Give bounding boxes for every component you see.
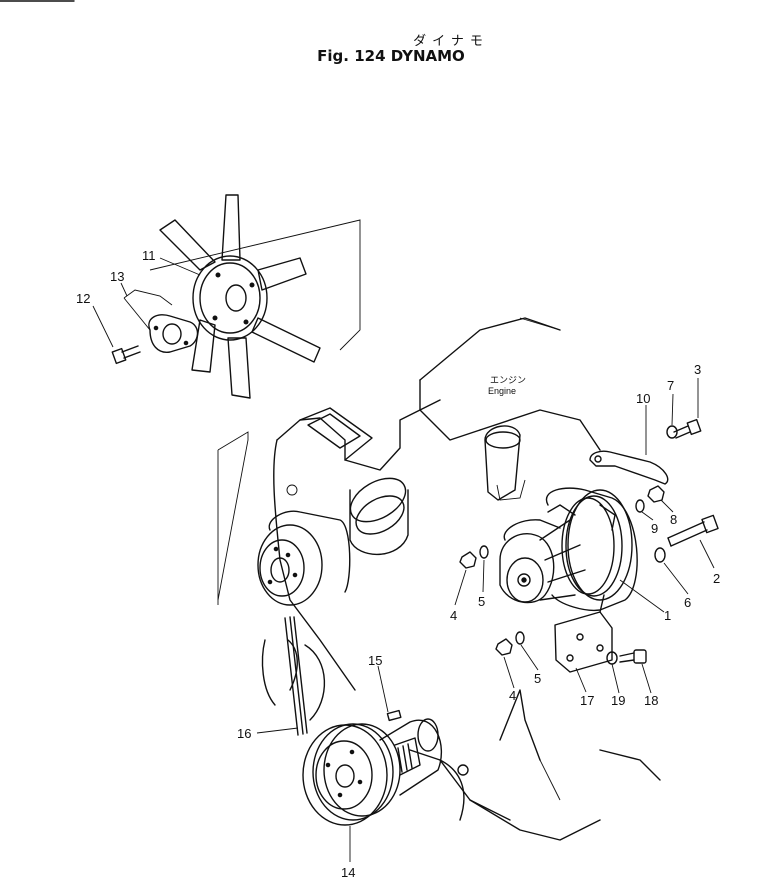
callout-4-upper: 4 — [450, 608, 457, 623]
dynamo — [499, 487, 638, 612]
v-belt — [284, 616, 308, 736]
callout-leaders — [92, 257, 715, 862]
water-pump-pulley — [257, 524, 323, 606]
callout-10: 10 — [636, 391, 650, 406]
figure-title-japanese: ダイナモ — [413, 34, 489, 49]
fan-blade — [227, 337, 251, 399]
bolt-3 — [673, 418, 702, 439]
fan-blade — [159, 219, 216, 271]
washer-6 — [654, 547, 666, 563]
figure-title-english: Fig. 124 DYNAMO — [317, 47, 465, 65]
fan-hub — [192, 255, 268, 341]
fan-blade — [221, 194, 241, 261]
callout-5-lower: 5 — [534, 671, 541, 686]
engine-block — [217, 317, 661, 841]
fan-blade — [257, 257, 307, 291]
callout-8: 8 — [670, 512, 677, 527]
fan-bolt — [111, 345, 141, 365]
callout-13: 13 — [110, 269, 124, 284]
fan-blade — [251, 317, 321, 363]
callout-9: 9 — [651, 521, 658, 536]
bolt-18 — [619, 649, 647, 664]
fan-assembly — [111, 194, 361, 399]
callout-12: 12 — [76, 291, 90, 306]
washer-9 — [635, 499, 645, 513]
nut-8 — [647, 485, 665, 503]
callout-17: 17 — [580, 693, 594, 708]
callout-1: 1 — [664, 608, 671, 623]
callout-4-lower: 4 — [509, 688, 516, 703]
engine-label-en: Engine — [488, 386, 516, 396]
crank-pulley — [302, 709, 443, 826]
callout-5-upper: 5 — [478, 594, 485, 609]
woodruff-key — [386, 709, 402, 722]
fan-spacer-plate — [148, 314, 199, 353]
callout-16: 16 — [237, 726, 251, 741]
callout-14: 14 — [341, 865, 355, 879]
nut-4-upper — [459, 551, 477, 569]
washer-7 — [666, 425, 678, 439]
callout-3: 3 — [694, 362, 701, 377]
engine-label-ja: エンジン — [490, 375, 526, 385]
callout-19: 19 — [611, 693, 625, 708]
callout-15: 15 — [368, 653, 382, 668]
callout-7: 7 — [667, 378, 674, 393]
washer-5-upper — [479, 545, 489, 559]
figure-title: ダイナモ Fig. 124 DYNAMO — [0, 30, 782, 65]
callout-11: 11 — [142, 248, 156, 263]
dynamo-bracket — [554, 594, 613, 673]
bolt-2 — [667, 514, 719, 547]
nut-4-lower — [495, 638, 513, 656]
callout-6: 6 — [684, 595, 691, 610]
adjusting-bar — [589, 450, 669, 485]
washer-5-lower — [515, 631, 525, 645]
callout-18: 18 — [644, 693, 658, 708]
callout-2: 2 — [713, 571, 720, 586]
